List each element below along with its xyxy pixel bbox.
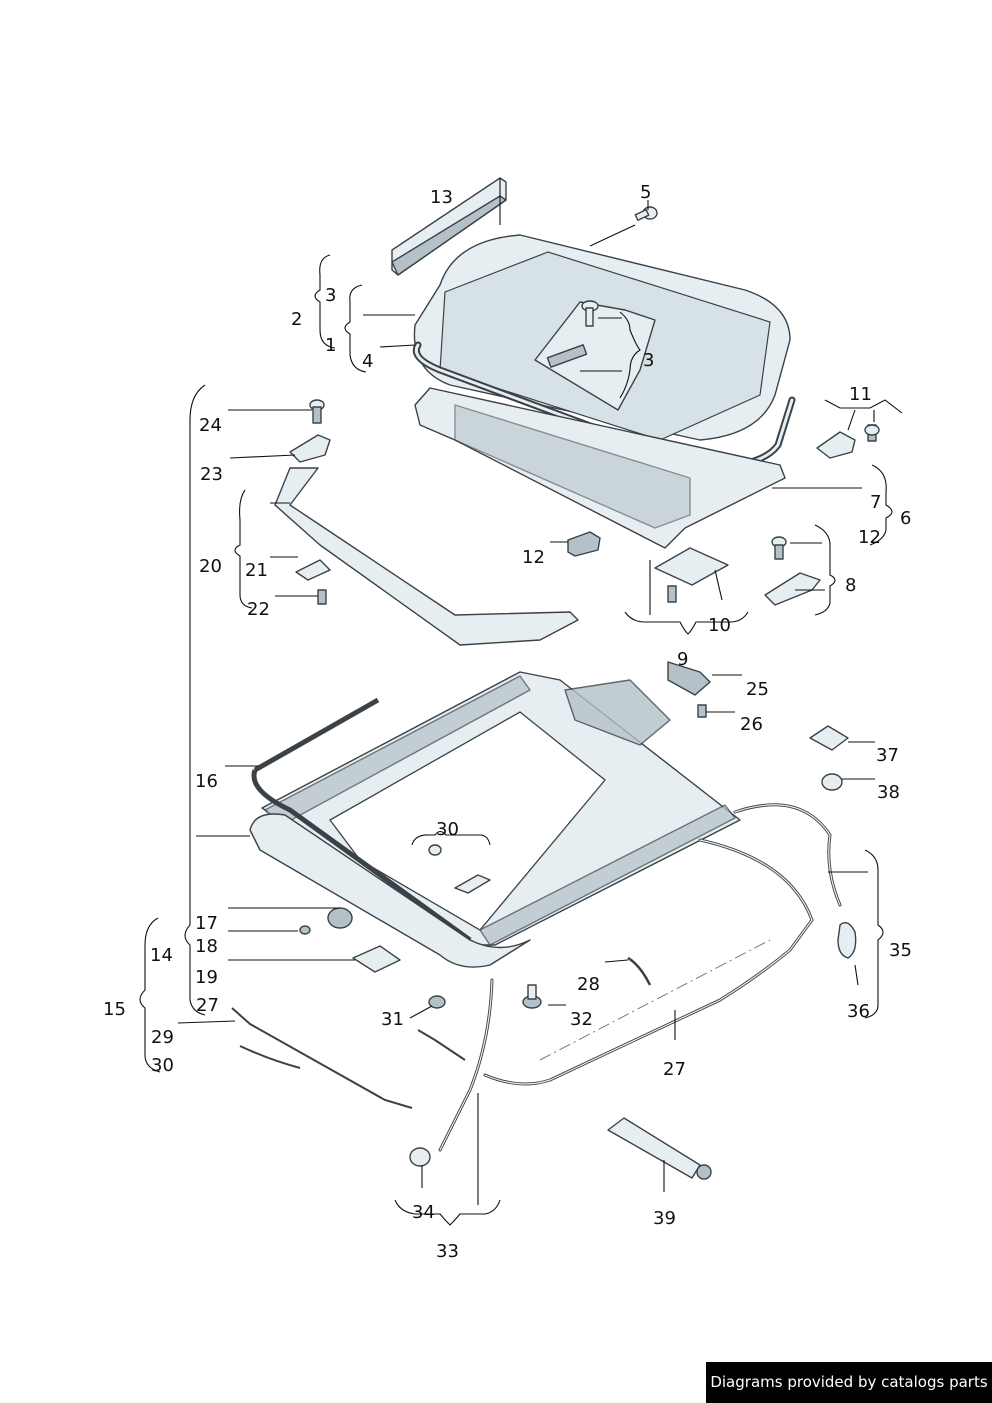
guide-block-part: [567, 531, 601, 557]
drain-tube-part-33: [409, 978, 494, 1167]
credit-banner: Diagrams provided by catalogs parts: [706, 1362, 992, 1403]
bolt-part-24: [309, 399, 325, 424]
clip-part-37: [809, 725, 849, 751]
clip-part-11: [816, 424, 880, 459]
glass-panel-part: [413, 234, 791, 441]
callout-2: 2: [291, 309, 302, 330]
callout-19: 19: [195, 967, 218, 988]
callout-1: 1: [325, 335, 336, 356]
bracket-part-9: [654, 547, 729, 603]
front-seal-part: [251, 697, 472, 943]
bolt-part-5: [634, 206, 658, 221]
sunshade-part: [414, 387, 786, 549]
rear-frame-part: [274, 467, 579, 646]
callout-37: 37: [876, 745, 899, 766]
wind-deflector-part: [391, 177, 507, 276]
nut-part-31: [428, 995, 446, 1009]
clip-part-38: [821, 773, 843, 791]
callout-5: 5: [640, 182, 651, 203]
callout-36: 36: [847, 1001, 870, 1022]
callout-30-frame: 30: [436, 819, 459, 840]
callout-14: 14: [150, 945, 173, 966]
callout-20: 20: [199, 556, 222, 577]
callout-29: 29: [151, 1027, 174, 1048]
callout-12-right: 12: [858, 527, 881, 548]
bolt-part-32: [522, 984, 542, 1009]
callout-31: 31: [381, 1009, 404, 1030]
callout-39: 39: [653, 1208, 676, 1229]
callout-25: 25: [746, 679, 769, 700]
callout-22: 22: [247, 599, 270, 620]
bolt-part-30: [428, 844, 491, 894]
callout-27: 27: [663, 1059, 686, 1080]
callout-3-upper: 3: [325, 285, 336, 306]
callout-34: 34: [412, 1202, 435, 1223]
callout-27-left: 27: [196, 995, 219, 1016]
callout-6: 6: [900, 508, 911, 529]
callout-24: 24: [199, 415, 222, 436]
cable-tie-part: [627, 956, 652, 986]
bracket-part-23: [289, 434, 331, 463]
bracket-part-21: [295, 559, 331, 581]
wiring-harness-part-27: [483, 838, 814, 1086]
callout-16: 16: [195, 771, 218, 792]
callout-12: 12: [522, 547, 545, 568]
callout-30-left: 30: [151, 1055, 174, 1076]
bolt-part-22: [317, 589, 327, 605]
callout-7: 7: [870, 492, 881, 513]
motor-part-25: [667, 661, 711, 718]
grouping-braces: [139, 254, 903, 1226]
callout-11: 11: [849, 384, 872, 405]
callout-26: 26: [740, 714, 763, 735]
callout-32: 32: [570, 1009, 593, 1030]
callout-10: 10: [708, 615, 731, 636]
callout-labels: 13 5 3 2 1 4 3 11 24 23 7 6 12 12 20 21 …: [103, 182, 912, 1262]
callout-38: 38: [877, 782, 900, 803]
wire-part-29: [231, 1007, 413, 1109]
callout-15: 15: [103, 999, 126, 1020]
callout-17: 17: [195, 913, 218, 934]
callout-9: 9: [677, 649, 688, 670]
callout-3-glass: 3: [643, 350, 654, 371]
leader-lines: [177, 200, 875, 1205]
drain-hose-part-35: [733, 803, 857, 959]
slider-part-8: [764, 536, 821, 606]
callout-35: 35: [889, 940, 912, 961]
callout-13: 13: [430, 187, 453, 208]
callout-33: 33: [436, 1241, 459, 1262]
callout-4: 4: [362, 351, 373, 372]
drive-motor-part: [299, 907, 401, 973]
main-frame-part: [261, 671, 741, 946]
callout-8: 8: [845, 575, 856, 596]
callout-23: 23: [200, 464, 223, 485]
callout-28: 28: [577, 974, 600, 995]
drain-tray-part: [249, 813, 531, 968]
grease-tube-part-39: [607, 1117, 712, 1180]
callout-18: 18: [195, 936, 218, 957]
callout-21: 21: [245, 560, 268, 581]
